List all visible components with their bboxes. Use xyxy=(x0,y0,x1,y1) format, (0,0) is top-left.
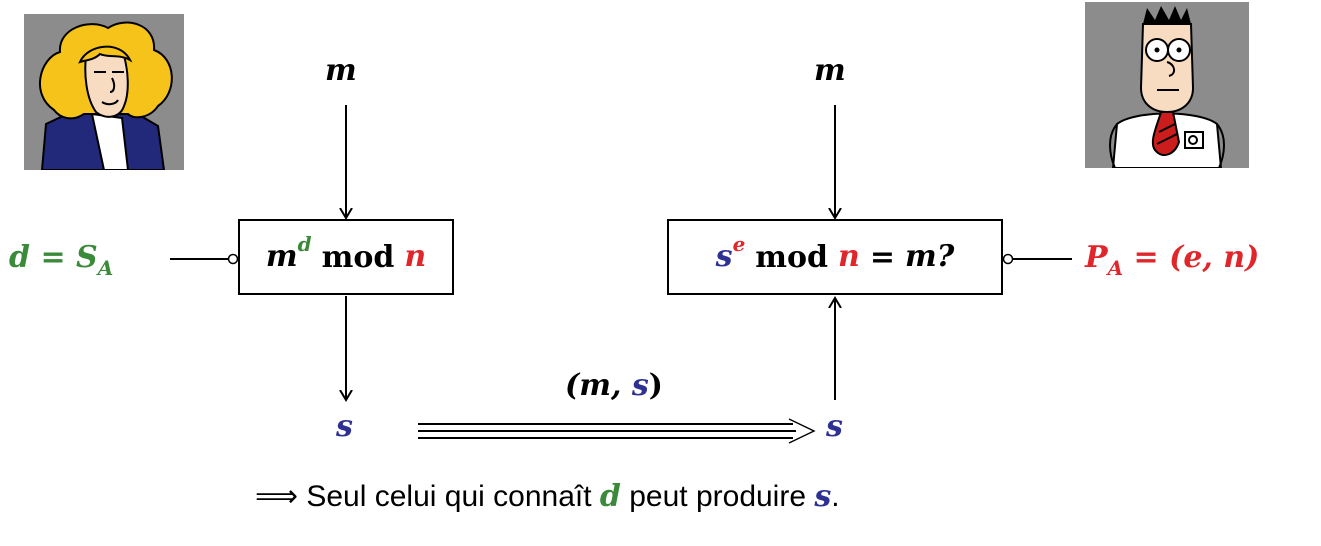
signer-key-label: d = SA xyxy=(9,240,113,279)
verifier-key-port xyxy=(1002,253,1014,265)
verify-eq: = xyxy=(869,239,895,275)
signer-key-sub: A xyxy=(97,256,114,280)
verify-modulus: n xyxy=(838,239,860,274)
verifier-sig-label: s xyxy=(826,409,843,444)
verify-exp: e xyxy=(732,232,746,256)
verifier-key-name: P xyxy=(1085,240,1108,275)
channel-label-close: ) xyxy=(648,368,663,403)
signer-input-label: m xyxy=(325,53,357,88)
verifier-input-label: m xyxy=(814,53,846,88)
channel-arrow xyxy=(418,418,816,444)
verify-op: mod xyxy=(755,239,829,275)
sign-op: mod xyxy=(321,239,395,275)
dilbert-portrait xyxy=(1085,2,1249,168)
channel-label-s: s xyxy=(631,368,649,403)
signer-key-port xyxy=(227,253,239,265)
conclusion-var-d: d xyxy=(599,479,621,514)
conclusion-text-end: . xyxy=(831,480,840,513)
conclusion-statement: ⟹ Seul celui qui connaît d peut produire… xyxy=(255,482,840,512)
verify-check: m? xyxy=(904,239,955,274)
verify-base: s xyxy=(715,239,733,274)
alice-portrait xyxy=(24,14,184,170)
conclusion-text-middle: peut produire xyxy=(629,480,807,513)
verifier-key-label: PA = (e, n) xyxy=(1085,240,1260,279)
sign-base: m xyxy=(265,239,298,274)
channel-label: (m, s) xyxy=(565,371,663,401)
sign-modulus: n xyxy=(404,239,427,274)
channel-label-open: (m, xyxy=(565,368,622,403)
verifier-key-sub: A xyxy=(1107,256,1124,280)
signer-key-name: S xyxy=(76,240,98,275)
signer-key-eq: = xyxy=(40,240,66,275)
verifier-key-value: = (e, n) xyxy=(1133,240,1260,275)
dilbert-cartoon-icon xyxy=(1085,2,1249,168)
implies-arrow: ⟹ xyxy=(255,479,299,514)
conclusion-text-before: Seul celui qui connaît xyxy=(306,480,592,513)
signer-key-var: d xyxy=(9,240,30,275)
signer-output-label: s xyxy=(336,409,353,444)
conclusion-var-s: s xyxy=(814,479,832,514)
alice-cartoon-icon xyxy=(24,14,184,170)
sign-exp: d xyxy=(297,232,312,256)
